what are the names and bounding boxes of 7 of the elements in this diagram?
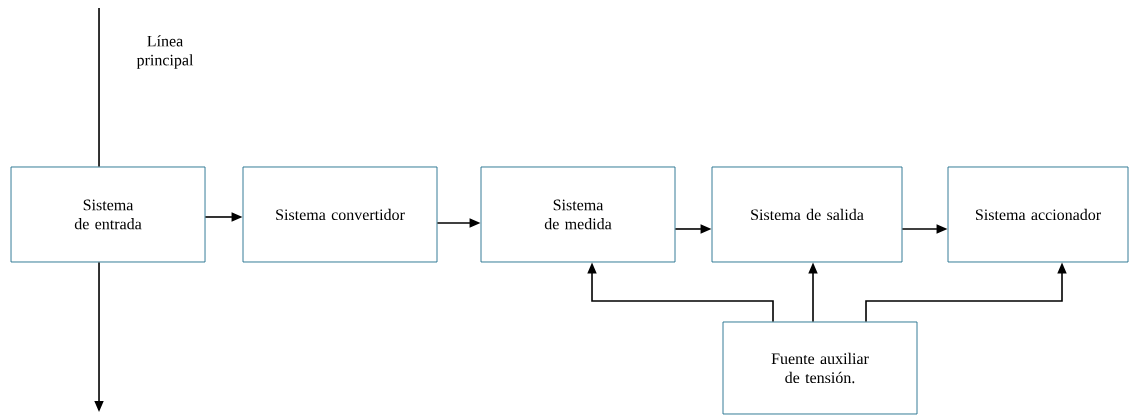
process-box: Sistema accionador: [947, 166, 1129, 263]
edge-label: Línea principal: [136, 35, 194, 69]
process-box: Sistema de medida: [480, 166, 676, 263]
process-box: Fuente auxiliar de tensión.: [722, 321, 918, 415]
process-box: Sistema de salida: [711, 166, 903, 263]
process-box: Sistema de entrada: [10, 166, 206, 263]
process-box: Sistema convertidor: [242, 166, 438, 263]
